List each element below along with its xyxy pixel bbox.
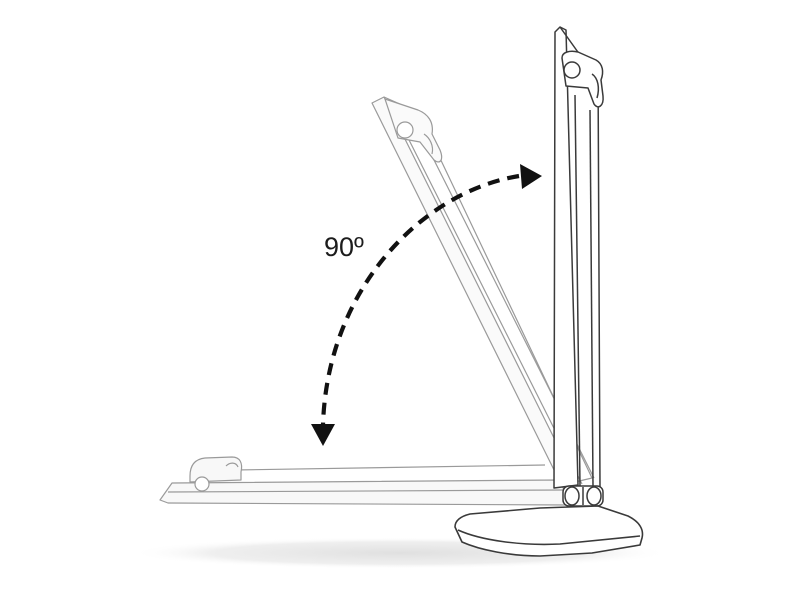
tilted-lamp-arm [371,96,595,489]
head-knob [396,121,414,139]
horizontal-lamp-arm [159,456,575,506]
head-knob [194,476,210,492]
arrowhead-top [520,164,542,189]
rotation-arrow [311,164,542,446]
hinge-joint [562,485,604,507]
upright-lamp-arm [553,26,604,489]
arrowhead-bottom [311,424,335,446]
lamp-base [454,505,644,557]
head-knob [563,61,581,79]
angle-label: 90º [324,232,364,262]
